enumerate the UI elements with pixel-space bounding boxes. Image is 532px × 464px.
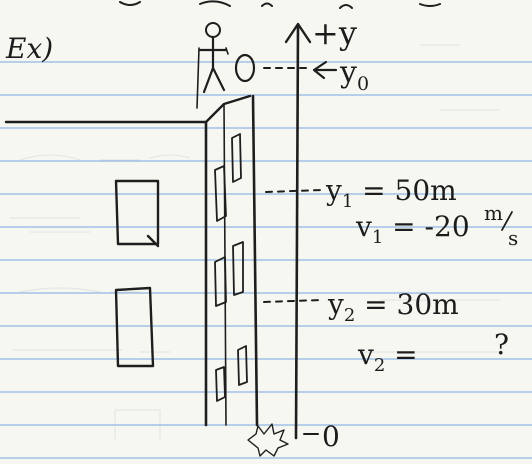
y-axis — [284, 22, 312, 440]
stick-figure — [196, 22, 229, 109]
marker-y2 — [263, 299, 323, 303]
building — [204, 94, 259, 427]
window — [215, 366, 226, 402]
ball — [234, 53, 256, 83]
svg-text:s: s — [508, 226, 518, 250]
label-v1: v1 = -20 — [355, 210, 470, 248]
label-y1: y1 = 50m — [325, 174, 457, 212]
impact-mark — [247, 423, 289, 457]
unit-fraction: m s — [484, 201, 518, 250]
pointer-y0 — [312, 60, 338, 80]
building-left-upper — [114, 179, 160, 248]
unknown-v2: ? — [494, 328, 509, 361]
window — [232, 241, 244, 296]
window — [231, 133, 242, 183]
label-ground: 0 — [322, 420, 340, 453]
cutoff-handwriting — [119, 0, 441, 9]
marker-y1 — [265, 189, 323, 193]
margin-line — [0, 0, 532, 2]
label-v2: v2 = — [357, 338, 418, 376]
building-left-lower — [114, 286, 155, 368]
window — [214, 256, 227, 307]
y-axis-label: +y — [312, 14, 357, 52]
ruled-lines — [0, 61, 532, 459]
label-y0: y0 — [339, 55, 369, 95]
window — [214, 165, 227, 222]
label-y2: y2 = 30m — [327, 288, 459, 326]
bleed-through-marks — [10, 44, 500, 440]
example-label: Ex) — [5, 32, 53, 65]
svg-text:m: m — [484, 201, 503, 225]
window — [237, 345, 248, 386]
